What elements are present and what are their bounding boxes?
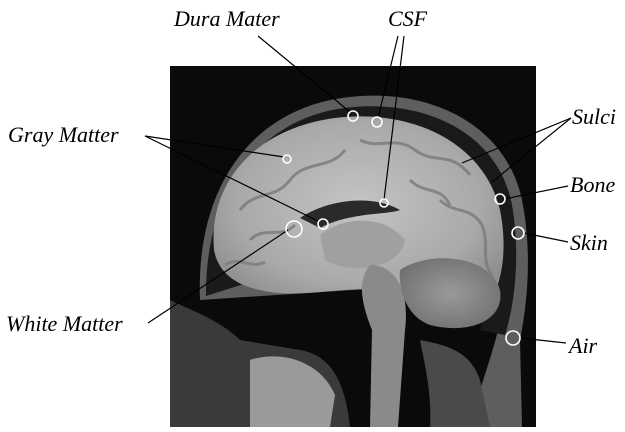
mri-scan-image — [170, 66, 536, 427]
white-matter-label: White Matter — [6, 313, 123, 335]
air-label: Air — [569, 335, 597, 357]
sulci-label: Sulci — [572, 106, 616, 128]
csf-label: CSF — [388, 8, 427, 30]
gray-matter-label: Gray Matter — [8, 124, 119, 146]
bone-label: Bone — [570, 174, 615, 196]
skin-label: Skin — [570, 232, 608, 254]
dura-mater-label: Dura Mater — [174, 8, 280, 30]
